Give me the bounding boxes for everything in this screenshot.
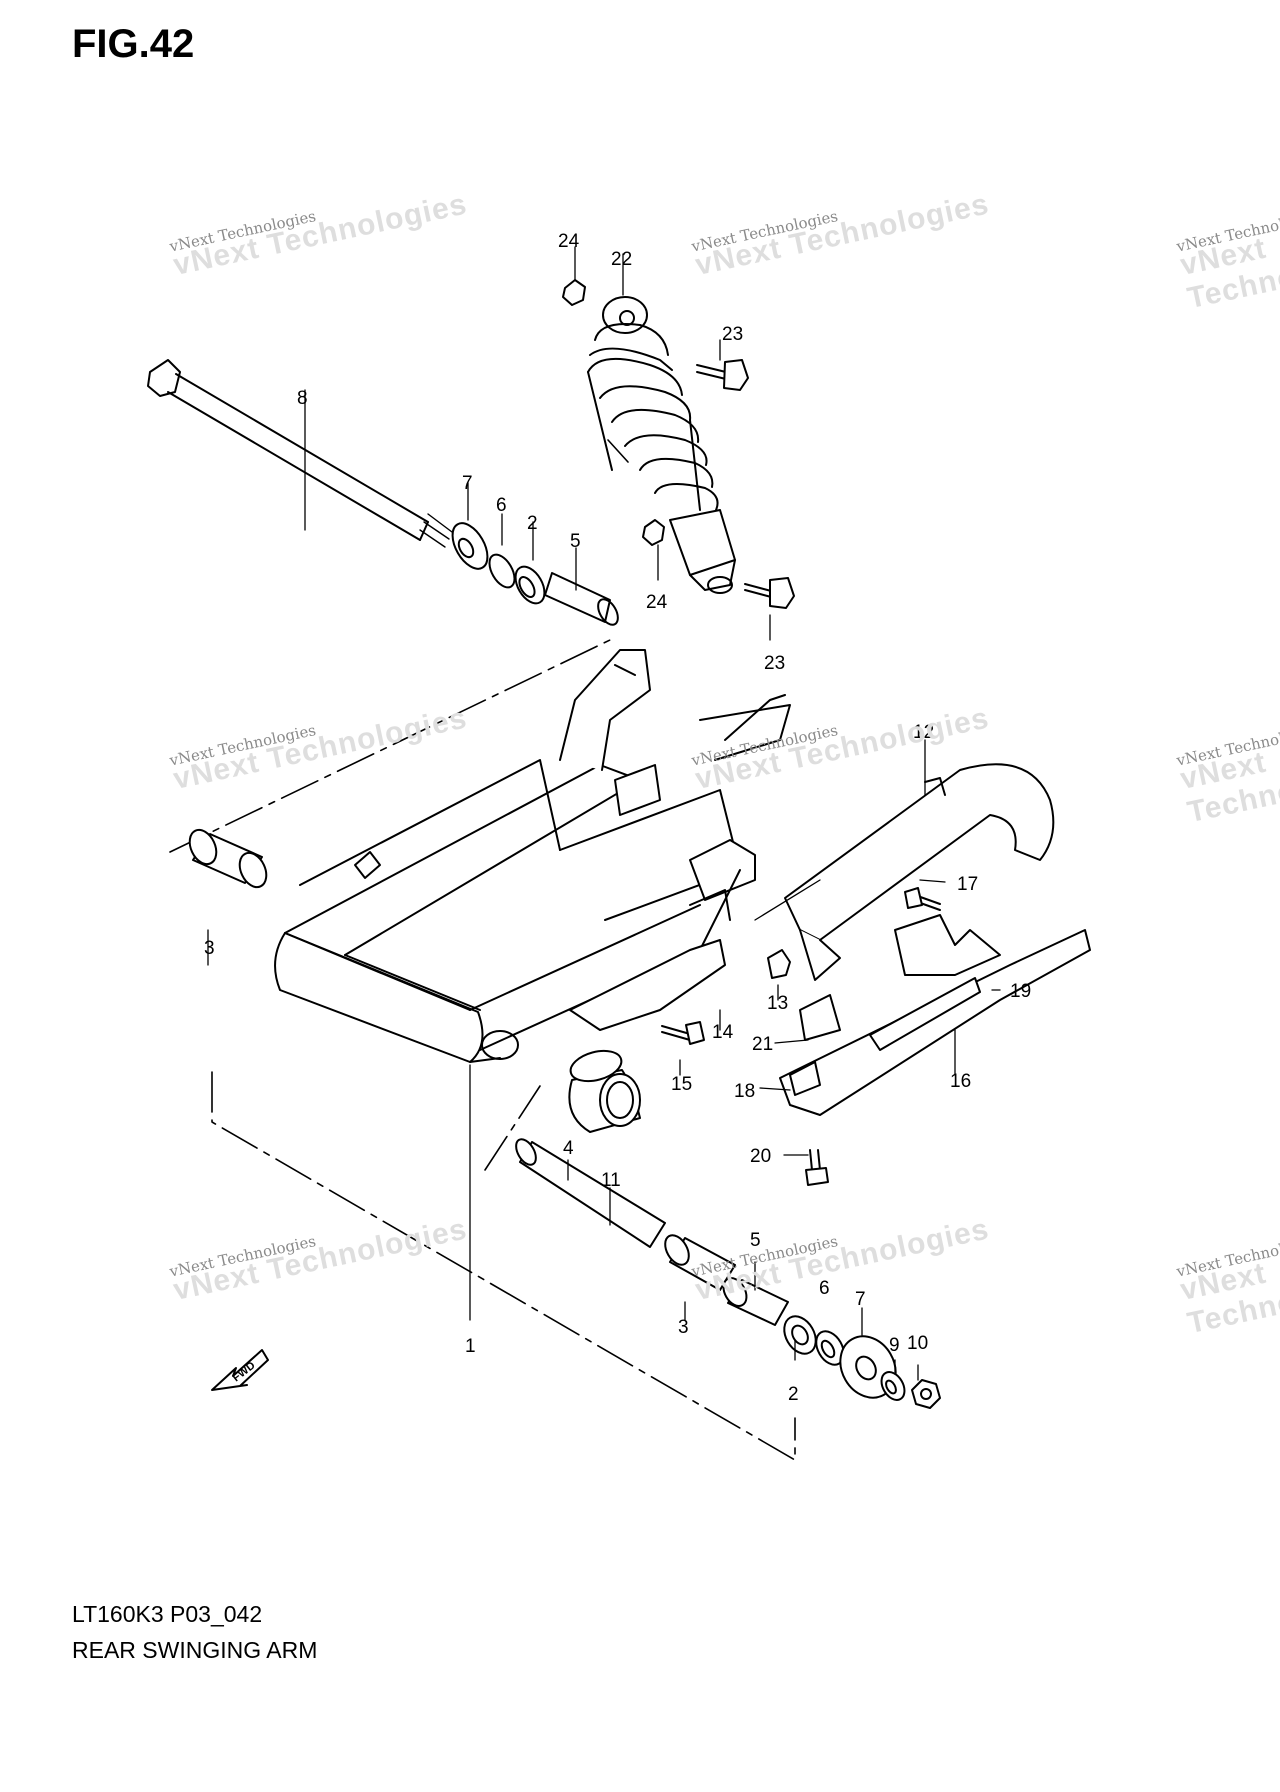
callout-8: 8 <box>297 388 308 409</box>
pivot-shaft <box>147 359 453 548</box>
callout-2-bottom: 2 <box>788 1384 799 1405</box>
chain-guard <box>779 914 1091 1116</box>
callout-24-top: 24 <box>558 231 580 252</box>
bracket <box>569 889 731 1031</box>
callout-12: 12 <box>913 722 934 743</box>
lower-pivot-parts <box>515 1138 941 1409</box>
fwd-arrow-icon <box>211 1349 269 1391</box>
callout-7-top: 7 <box>462 473 473 494</box>
callout-18: 18 <box>734 1081 755 1102</box>
leader-lines <box>207 246 1001 1381</box>
callout-3-left: 3 <box>204 938 215 959</box>
shock-fasteners <box>562 279 795 609</box>
callout-6-bottom: 6 <box>819 1278 830 1299</box>
callouts: 24 22 23 8 7 6 2 5 24 23 12 17 3 13 19 1… <box>204 231 1031 1405</box>
callout-9: 9 <box>889 1335 900 1356</box>
callout-2-top: 2 <box>527 513 538 534</box>
callout-7-bottom: 7 <box>855 1289 866 1310</box>
callout-10: 10 <box>907 1333 928 1354</box>
callout-20: 20 <box>750 1146 771 1167</box>
callout-1: 1 <box>465 1336 476 1357</box>
pivot-collars <box>188 828 641 1133</box>
figure-title: FIG.42 <box>72 22 195 66</box>
model-code: LT160K3 P03_042 <box>72 1601 263 1627</box>
callout-17: 17 <box>957 874 978 895</box>
callout-23-top: 23 <box>722 324 743 345</box>
chain-case <box>784 763 1055 981</box>
callout-13: 13 <box>767 993 788 1014</box>
callout-24-mid: 24 <box>646 592 668 613</box>
callout-4: 4 <box>563 1138 574 1159</box>
callout-11: 11 <box>601 1170 621 1191</box>
callout-23-mid: 23 <box>764 653 785 674</box>
callout-16: 16 <box>950 1071 971 1092</box>
callout-19: 19 <box>1010 981 1031 1002</box>
diagram-name: REAR SWINGING ARM <box>72 1637 318 1659</box>
callout-5-bottom: 5 <box>750 1230 761 1251</box>
small-bolts <box>661 887 941 1186</box>
rear-shock <box>587 296 736 594</box>
callout-15: 15 <box>671 1074 692 1095</box>
upper-bushings <box>451 522 619 626</box>
assembly-outline <box>169 439 796 1461</box>
callout-14: 14 <box>712 1022 734 1043</box>
callout-3-bottom: 3 <box>678 1317 689 1338</box>
callout-5-top: 5 <box>570 531 581 552</box>
callout-21: 21 <box>752 1034 773 1055</box>
callout-6-top: 6 <box>496 495 507 516</box>
callout-22: 22 <box>611 249 632 270</box>
swing-arm <box>274 649 791 1063</box>
